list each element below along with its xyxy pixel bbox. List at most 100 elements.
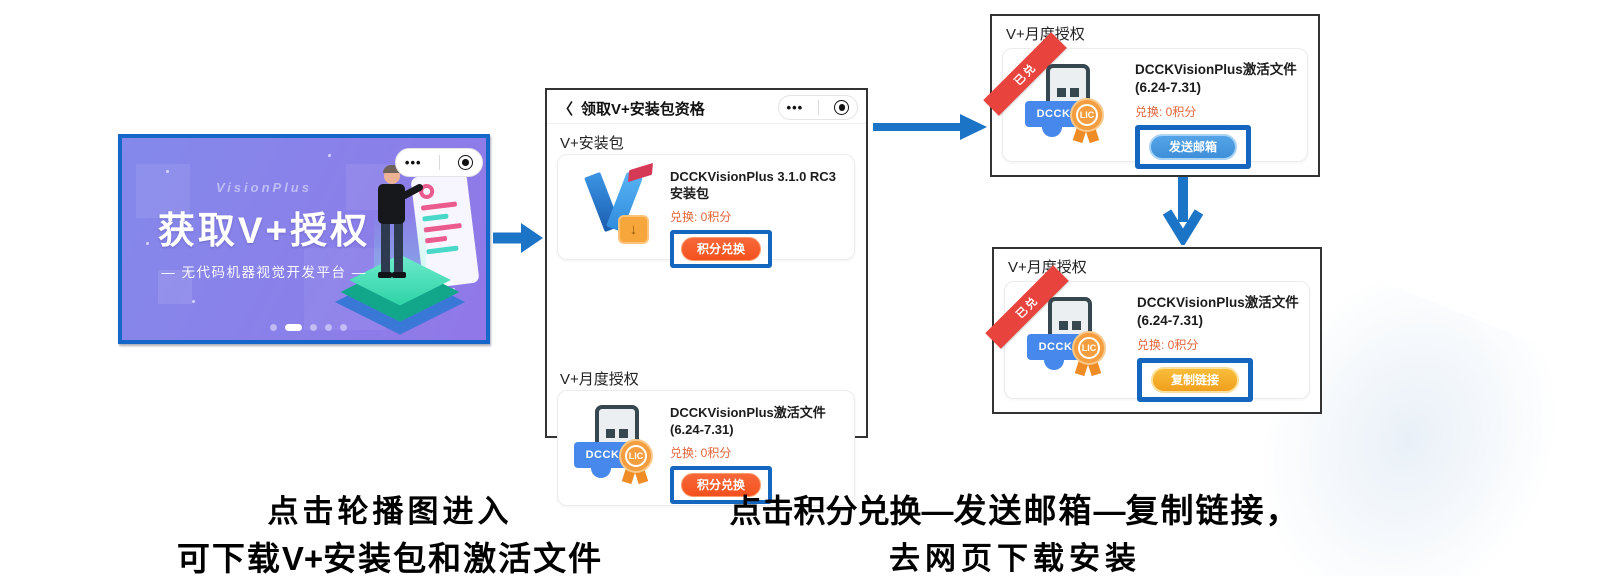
bar-graphic: [422, 213, 449, 222]
card-text-block: DCCKVisionPlus激活文件 (6.24-7.31) 兑换: 0积分 复…: [1137, 294, 1307, 402]
item-name: DCCKVisionPlus激活文件 (6.24-7.31): [1137, 294, 1307, 330]
panel-title: V+月度授权: [1008, 259, 1087, 276]
usb-dongle-icon: DCCK LIC: [1025, 64, 1111, 146]
banner-star: [328, 154, 331, 157]
caption-right-line1: 点击积分兑换—发送邮箱—复制链接，: [695, 484, 1335, 532]
banner-deco-square: [136, 164, 190, 218]
monthly-license-panel-email: V+月度授权 已兑 DCCK LIC DCCKVisionPlus激活文件 (6…: [983, 14, 1320, 177]
license-badge-icon: LIC: [619, 439, 653, 473]
more-menu-icon[interactable]: •••: [786, 100, 804, 115]
person-graphic: [378, 272, 392, 278]
capsule-divider: [818, 100, 820, 115]
close-target-icon[interactable]: [834, 100, 850, 115]
exchange-cost: 兑换: 0积分: [670, 446, 732, 460]
section-label-license: V+月度授权: [560, 371, 639, 388]
banner-star: [166, 170, 169, 173]
person-graphic: [383, 165, 401, 173]
points-exchange-button[interactable]: 积分兑换: [681, 237, 762, 261]
screen-header: 〈 领取V+安装包资格 •••: [547, 90, 866, 124]
usb-tab: [1044, 358, 1064, 370]
license-badge-icon: LIC: [1070, 98, 1104, 132]
visionplus-logo-icon: ↓: [572, 162, 658, 251]
screen-title: 领取V+安装包资格: [581, 101, 705, 118]
item-period: (6.24-7.31): [670, 422, 734, 437]
carousel-dot-active[interactable]: [285, 324, 302, 331]
caption-segment: V+: [281, 540, 324, 576]
caption-segment: 点击积分兑换: [729, 493, 922, 529]
usb-pin: [1070, 88, 1079, 97]
exchange-cost: 兑换: 0积分: [670, 210, 732, 224]
panel-title: V+月度授权: [1006, 26, 1085, 43]
person-graphic: [392, 272, 406, 278]
caption-right-line2: 去网页下载安装: [889, 541, 1141, 576]
caption-segment: 发送邮箱: [953, 494, 1094, 530]
license-file-card: 已兑 DCCK LIC DCCKVisionPlus激活文件 (6.24-7.3…: [983, 32, 1308, 169]
usb-pin: [619, 429, 628, 438]
miniprogram-capsule: •••: [395, 148, 483, 177]
carousel-dot[interactable]: [340, 324, 347, 331]
banner-brand: VisionPlus: [216, 180, 312, 195]
back-chevron-icon[interactable]: 〈: [558, 101, 574, 118]
banner-subtitle: — 无代码机器视觉开发平台 —: [161, 265, 367, 280]
caption-left-line1: 点击轮播图进入: [267, 494, 513, 529]
usb-dongle-icon: DCCK LIC: [1027, 297, 1113, 379]
item-name-line1: DCCKVisionPlus激活文件: [670, 405, 826, 420]
item-name: DCCKVisionPlus 3.1.0 RC3 安装包: [670, 169, 836, 201]
banner-title: 获取V+授权: [157, 210, 371, 251]
usb-tab: [1042, 125, 1062, 137]
license-badge-icon: LIC: [1072, 331, 1106, 365]
license-file-card: DCCK LIC DCCKVisionPlus激活文件 (6.24-7.31) …: [557, 390, 855, 506]
person-graphic: [394, 222, 403, 274]
item-name: DCCKVisionPlus激活文件 (6.24-7.31): [1135, 61, 1305, 97]
caption-segment: —: [1093, 493, 1126, 529]
license-file-card: 已兑 DCCK LIC DCCKVisionPlus激活文件 (6.24-7.3…: [985, 265, 1310, 402]
carousel-dots: [270, 324, 347, 331]
caption-segment: 安装包和激活文件: [323, 542, 604, 576]
carousel-dot[interactable]: [325, 324, 332, 331]
copy-link-button[interactable]: 复制链接: [1151, 367, 1240, 393]
flow-arrow-banner-to-phone: [493, 219, 543, 257]
item-period: (6.24-7.31): [1137, 313, 1204, 328]
usb-pin: [1059, 321, 1068, 330]
item-name: DCCKVisionPlus激活文件 (6.24-7.31): [670, 404, 850, 438]
caption-segment: 可下载: [176, 542, 282, 576]
claim-install-screen: 〈 领取V+安装包资格 ••• V+安装包 ↓ DCCKVisionPlus 3…: [545, 88, 868, 506]
card-text-block: DCCKVisionPlus 3.1.0 RC3 安装包 兑换: 0积分 积分兑…: [670, 168, 850, 268]
caption-left-line2: 可下载V+安装包和激活文件: [130, 532, 650, 576]
caption-right: 点击积分兑换—发送邮箱—复制链接， 去网页下载安装: [695, 484, 1335, 576]
capsule-divider: [439, 155, 441, 170]
highlight-box: 复制链接: [1137, 358, 1254, 402]
miniprogram-capsule: •••: [778, 95, 858, 120]
person-graphic: [381, 222, 390, 274]
item-name-line1: DCCKVisionPlus激活文件: [1137, 295, 1299, 310]
more-menu-icon[interactable]: •••: [404, 155, 422, 170]
caption-segment: —: [921, 493, 954, 529]
bar-graphic: [423, 222, 462, 233]
close-target-icon[interactable]: [458, 155, 474, 170]
usb-pin: [606, 429, 615, 438]
highlight-box: 积分兑换: [670, 466, 773, 504]
card-text-block: DCCKVisionPlus激活文件 (6.24-7.31) 兑换: 0积分 积…: [670, 404, 850, 504]
person-graphic: [378, 184, 405, 224]
points-exchange-button[interactable]: 积分兑换: [681, 473, 762, 497]
highlight-box: 积分兑换: [670, 230, 773, 268]
exchange-cost: 兑换: 0积分: [1137, 338, 1199, 352]
send-email-button[interactable]: 发送邮箱: [1149, 134, 1238, 160]
flow-arrow-phone-to-email-panel: [873, 112, 987, 142]
bar-graphic: [424, 235, 448, 244]
usb-pin: [1072, 321, 1081, 330]
flow-arrow-email-to-link-panel: [1163, 172, 1203, 245]
bar-graphic: [420, 201, 458, 211]
download-box-icon: ↓: [618, 215, 649, 244]
section-label-install: V+安装包: [560, 135, 624, 152]
caption-segment: 复制链接，: [1125, 494, 1301, 530]
usb-pin: [1057, 88, 1066, 97]
highlight-box: 发送邮箱: [1135, 125, 1252, 169]
usb-dongle-icon: DCCK LIC: [574, 405, 660, 487]
carousel-dot[interactable]: [270, 324, 277, 331]
banner-illustration: [122, 138, 486, 340]
banner-deco-square: [158, 270, 192, 304]
carousel-dot[interactable]: [310, 324, 317, 331]
carousel-banner[interactable]: VisionPlus 获取V+授权 — 无代码机器视觉开发平台 — •••: [118, 134, 490, 344]
